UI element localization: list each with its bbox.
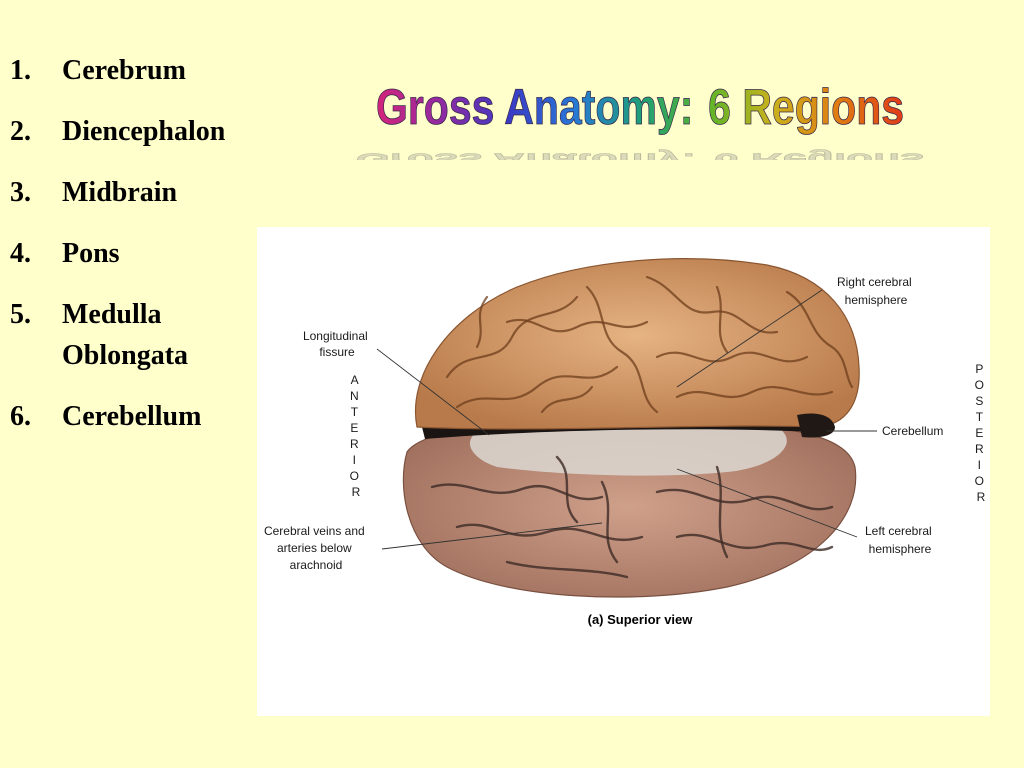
- label-posterior: P O S T E R I O R: [975, 362, 988, 504]
- list-number: 2.: [10, 116, 31, 147]
- list-text: Diencephalon: [62, 116, 226, 147]
- cerebral-vessels: [430, 455, 834, 579]
- figure-caption: (a) Superior view: [588, 612, 694, 627]
- label-longitudinal-fissure: Longitudinal fissure: [303, 329, 371, 359]
- list-item: 1. Cerebrum: [10, 50, 225, 91]
- list-text: Oblongata: [62, 340, 189, 371]
- list-text: Midbrain: [62, 177, 178, 208]
- list-number: 5.: [10, 299, 31, 330]
- list-item: 5. Medulla Oblongata: [10, 294, 225, 376]
- list-text: Medulla: [62, 299, 162, 330]
- list-number: 4.: [10, 238, 31, 269]
- label-cerebral-veins: Cerebral veins and arteries below arachn…: [264, 524, 368, 572]
- list-text: Cerebrum: [62, 55, 186, 86]
- label-anterior: A N T E R I O R: [350, 373, 363, 499]
- leader-line: [676, 468, 858, 538]
- label-right-cerebral-hemisphere: Right cerebral hemisphere: [837, 275, 915, 307]
- list-item: 2. Diencephalon: [10, 111, 225, 152]
- list-number: 3.: [10, 177, 31, 208]
- title-text: Gross Anatomy:6 Regions: [376, 80, 904, 135]
- label-cerebellum: Cerebellum: [882, 424, 943, 438]
- title-reflection: Gross Anatomy:6 Regions: [356, 149, 925, 160]
- arachnoid-membrane: [469, 422, 787, 476]
- list-number: 6.: [10, 401, 31, 432]
- list-item: 6. Cerebellum: [10, 396, 225, 437]
- region-list: 1. Cerebrum 2. Diencephalon 3. Midbrain …: [10, 50, 225, 457]
- cerebellum: [797, 413, 835, 438]
- list-text: Pons: [62, 238, 120, 269]
- leader-line: [376, 348, 490, 436]
- list-item: 3. Midbrain: [10, 172, 225, 213]
- cerebral-gyri: [445, 275, 854, 414]
- brain-figure: Longitudinal fissure Right cerebral hemi…: [257, 227, 990, 716]
- label-left-cerebral-hemisphere: Left cerebral hemisphere: [865, 524, 935, 556]
- list-number: 1.: [10, 55, 31, 86]
- list-text: Cerebellum: [62, 401, 202, 432]
- slide-title: Gross Anatomy:6 Regions Gross Anatomy:6 …: [330, 80, 950, 160]
- leader-line: [676, 289, 823, 388]
- list-item: 4. Pons: [10, 233, 225, 274]
- right-cerebral-hemisphere: [415, 258, 860, 430]
- leader-line: [381, 522, 603, 550]
